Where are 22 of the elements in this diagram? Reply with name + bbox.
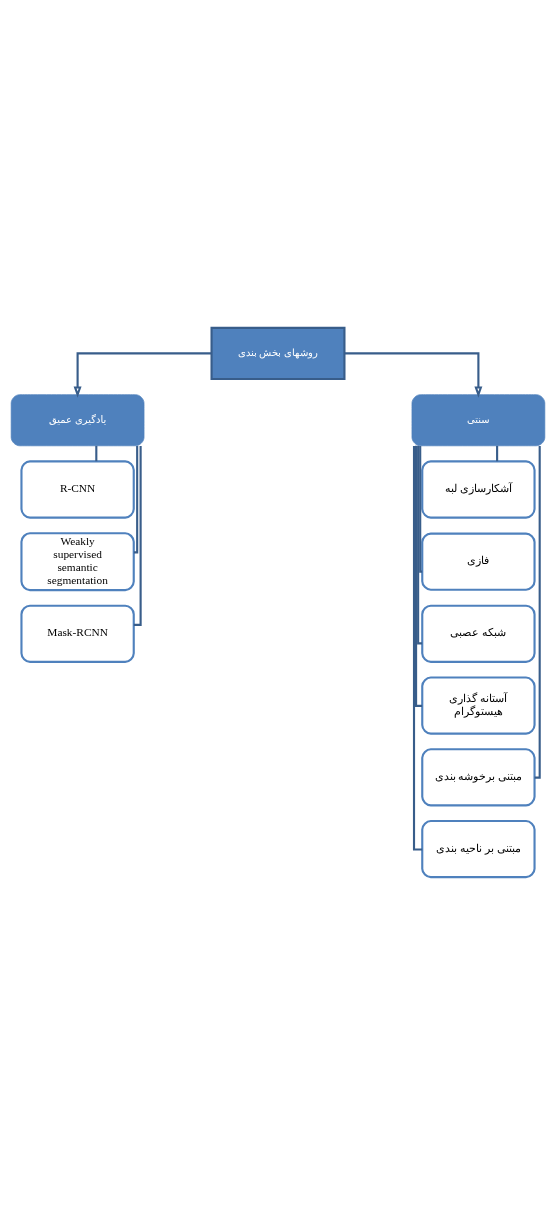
connector [412, 446, 423, 851]
arrow [73, 352, 212, 398]
node-box: آستانه گذاری هیستوگرام [421, 676, 536, 735]
connector [419, 445, 423, 573]
connector [415, 445, 423, 707]
node-box: شبکه عصبی [421, 604, 536, 663]
node-box: R-CNN [20, 460, 135, 519]
node-box: مبتنی بر ناحیه بندی [421, 819, 536, 879]
connector [134, 446, 139, 554]
node-box: روشهای بخش بندی [210, 326, 346, 381]
node-box: Weakly supervised semantic segmentation [20, 532, 135, 592]
connector [496, 445, 499, 462]
connector [133, 445, 142, 626]
node-box: یادگیری عمیق [10, 394, 145, 447]
node-box: Mask-RCNN [20, 604, 135, 663]
node-box: آشکارسازی لبه [421, 460, 536, 519]
node-box: مبتنی برخوشه بندی [421, 748, 536, 807]
node-box: فازی [421, 532, 536, 591]
connector [95, 445, 98, 462]
node-box: سنتی [411, 394, 546, 447]
connector [417, 445, 423, 645]
arrow [344, 352, 483, 398]
